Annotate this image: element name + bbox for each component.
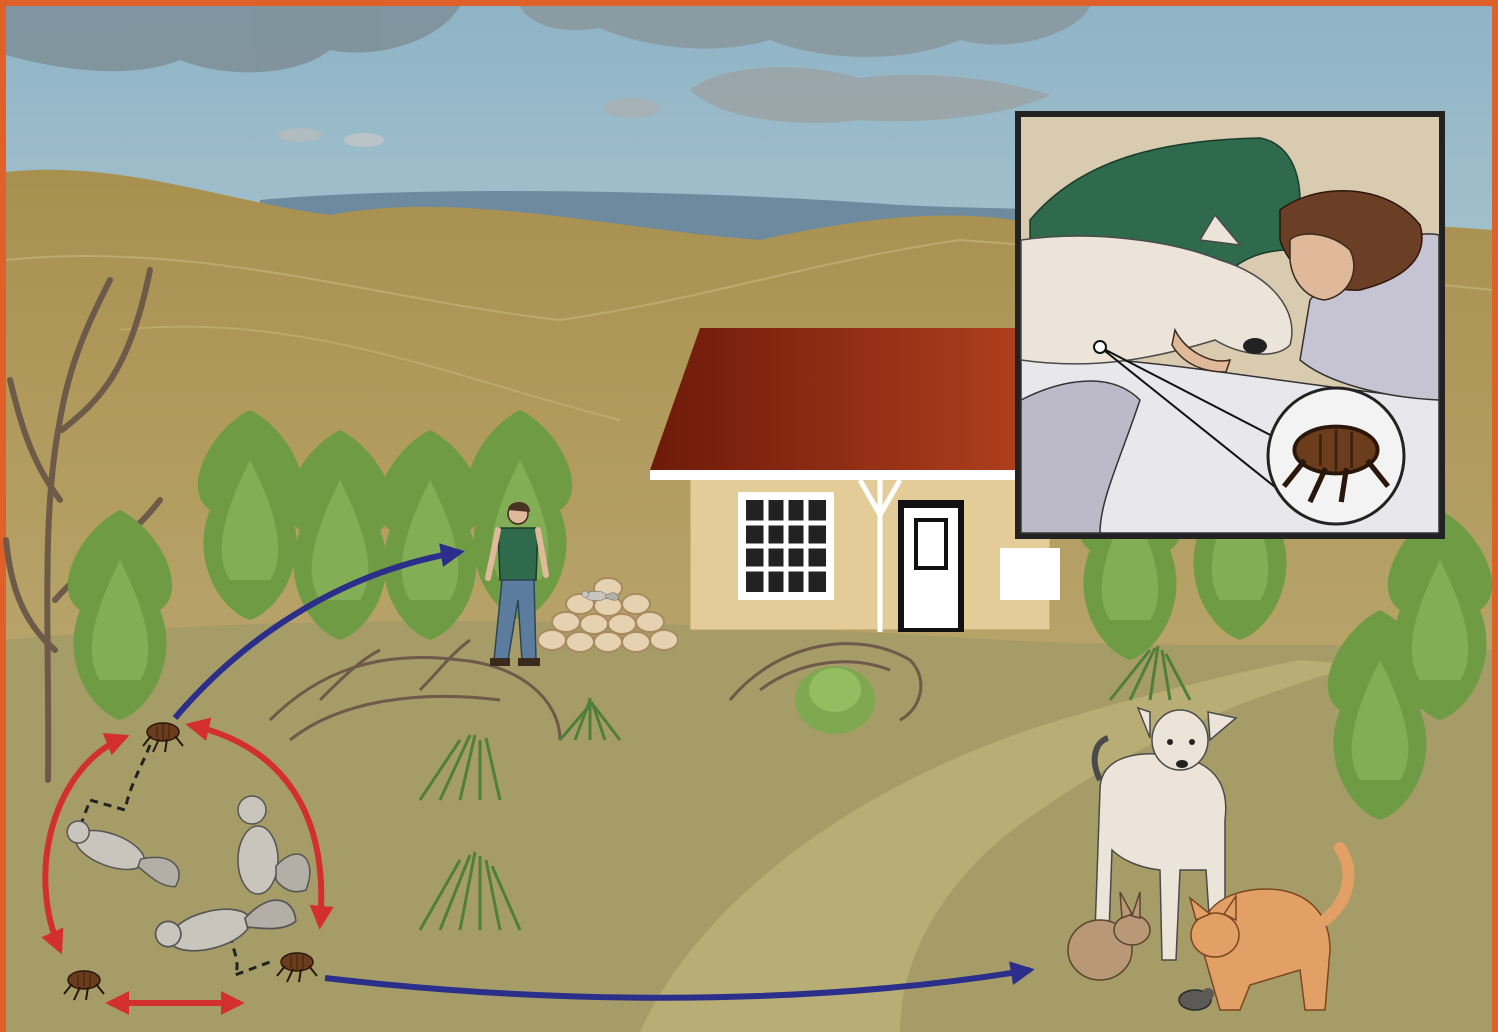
green-bush: [795, 666, 875, 734]
zoom-origin: [1094, 341, 1106, 353]
small-cloud: [278, 128, 322, 142]
house-door: [898, 500, 964, 632]
house-window: [738, 492, 834, 600]
house-roof: [650, 328, 1060, 470]
small-cloud: [344, 133, 384, 147]
dog-nose: [1243, 338, 1267, 354]
small-cloud: [604, 98, 660, 118]
house: [650, 328, 1060, 632]
roof-eave: [650, 470, 1050, 480]
magnifier-icon: [1268, 388, 1404, 524]
house-window: [1000, 548, 1060, 600]
inset-sleeping-with-pet: [1018, 114, 1442, 536]
